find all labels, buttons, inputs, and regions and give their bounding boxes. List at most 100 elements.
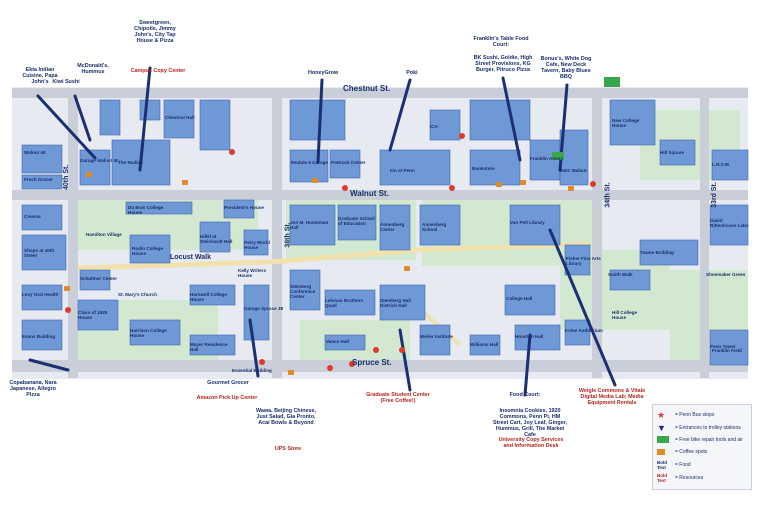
building-vance — [324, 334, 366, 351]
buildings — [21, 99, 749, 366]
building-label-b9: ICA — [430, 124, 438, 129]
coffee-icon — [496, 182, 502, 187]
coffee-icon — [86, 172, 92, 177]
bus-stop-star — [449, 185, 455, 191]
building-houston — [514, 324, 561, 351]
building-label-b43: Vance Hall — [326, 339, 349, 344]
building-label-b3: The Radian — [118, 160, 143, 165]
building-label-b45: Weiler Institute — [420, 334, 453, 339]
building-label-b55: Schattner Center — [80, 276, 118, 281]
bus-stop-star — [65, 307, 71, 313]
building-hillel — [199, 221, 231, 253]
callout-campus-copy: Campus Copy Center — [130, 68, 186, 74]
resources-icon: Bold Text — [657, 473, 667, 483]
building-hill-sq — [659, 139, 696, 166]
bus-stop-star — [259, 359, 265, 365]
bus-stop-star — [459, 133, 465, 139]
building-fresh-grocer — [21, 174, 63, 190]
building-towne — [639, 239, 699, 266]
building-walnut-garage — [79, 149, 111, 186]
building-label-b14: Hill Square — [660, 150, 684, 155]
building-label-b48: Irvine Auditorium — [565, 328, 603, 333]
building-label-b17: Shops at 40th Street — [24, 248, 55, 258]
locust-walk-path — [77, 241, 591, 271]
building-rodin — [129, 234, 171, 264]
bike-icon — [604, 77, 620, 87]
building-label-b6: Module 6 Garage — [291, 160, 329, 165]
building-pottruck — [329, 149, 361, 179]
building-label-b23: Perry World House — [244, 240, 270, 250]
street-label-walnut: Walnut St. — [350, 189, 389, 198]
callout-ethiopian: Ekta Indian Cuisine, Papa John's — [22, 67, 58, 85]
building-label-b21: Hillel at Steinhardt Hall — [200, 234, 233, 244]
arrow-icon: ▼ — [657, 423, 666, 433]
building-perry — [243, 229, 269, 256]
building-label-b49: Penn Tower — [710, 344, 736, 349]
building-harrison — [129, 319, 181, 346]
building-label-b34: Smith Walk — [608, 272, 633, 277]
coffee-icon — [64, 286, 70, 291]
building-label-b36: St. Mary's Church — [118, 292, 157, 297]
street-label-chestnut: Chestnut St. — [343, 84, 391, 93]
street-label-locust: Locust Walk — [170, 254, 211, 261]
street-label-33rd: 33rd St. — [710, 182, 718, 208]
callout-poki: Poki — [406, 70, 418, 76]
building-small-2 — [139, 99, 161, 121]
building-label-b25: Jon M. Huntsman Hall — [290, 220, 329, 230]
building-module-6 — [289, 149, 329, 183]
street-label-34th: 34th St. — [604, 182, 612, 208]
callout-ups: UPS Store — [274, 446, 302, 452]
building-label-b24: Kelly Writers House — [238, 268, 266, 278]
coffee-icon — [657, 449, 665, 455]
building-label-b56: Hill College House — [612, 310, 638, 320]
building-label-b38: Harrison College House — [130, 328, 167, 338]
building-irvine — [564, 319, 591, 346]
street-label-40th: 40th St. — [63, 164, 70, 190]
building-fisher-fine-arts — [564, 244, 591, 276]
building-label-b8: Inn at Penn — [390, 168, 415, 173]
building-chestnut-north — [289, 99, 346, 141]
bike-icon — [552, 152, 564, 160]
building-label-b31: College Hall — [506, 296, 533, 301]
building-label-b30: Fisher Fine Arts Library — [566, 256, 601, 266]
building-label-b27: Annenberg Center — [380, 222, 405, 232]
building-weiler — [419, 324, 451, 356]
building-label-b5: Chestnut Hall — [165, 115, 195, 120]
building-franklin — [469, 99, 531, 141]
building-garage-spruce38 — [243, 284, 270, 341]
building-label-b20: Rodin College House — [132, 246, 163, 256]
callout-copy-services: University Copy Services and Information… — [498, 437, 564, 449]
callout-gourmet: Gourmet Grocer — [207, 380, 249, 386]
building-college-hall — [504, 284, 556, 316]
building-williams — [469, 334, 501, 356]
building-lehman — [324, 289, 376, 316]
callout-weigle: Weigle Commons & Vitale Digital Media La… — [578, 388, 646, 406]
building-du-bois — [125, 201, 193, 215]
building-cinema — [21, 204, 63, 231]
callout-arrows — [28, 66, 617, 397]
building-label-b28: Annenberg School — [422, 222, 447, 232]
building-label-b44: Stemberg Hall Dietrich Hall — [380, 298, 411, 308]
building-annenberg-center — [379, 204, 411, 251]
building-label-b13: New College House — [612, 118, 640, 128]
callout-grad-center: Graduate Student Center (Free Coffee!) — [366, 392, 430, 404]
star-icon: ★ — [657, 410, 666, 420]
building-huntsman — [289, 204, 336, 246]
callout-mcdonalds: McDonald's, Hummus — [77, 63, 109, 75]
legend-text: = Coffee spots — [675, 449, 708, 455]
callout-franklin-list: BK Sushi, Goldie, High Street Provisions… — [473, 55, 533, 73]
building-label-b15: L.R.S.M — [712, 162, 729, 167]
callout-sweetgreen: Sweetgreen, Chipotle, Jimmy John's, City… — [134, 20, 176, 44]
legend-text: = Free bike repair tools and air — [675, 437, 743, 443]
building-label-b51: Garage Spruce 38 — [244, 306, 284, 311]
building-label-b54: Levy Oral Health — [22, 292, 59, 297]
callout-franklin-title: Franklin's Table Food Court: — [473, 36, 529, 48]
building-label-b33: Towne Building — [640, 250, 674, 255]
building-drl — [709, 204, 749, 246]
callout-food-court-list: Insomnia Cookies, 1920 Commons, Penn Pi,… — [493, 408, 567, 438]
building-penn-tower — [709, 329, 749, 366]
building-label-b11: Franklin Annex — [530, 156, 564, 161]
legend-text: = Food — [675, 462, 691, 468]
bike-repair-stations — [552, 77, 620, 160]
coffee-icon — [182, 180, 188, 185]
